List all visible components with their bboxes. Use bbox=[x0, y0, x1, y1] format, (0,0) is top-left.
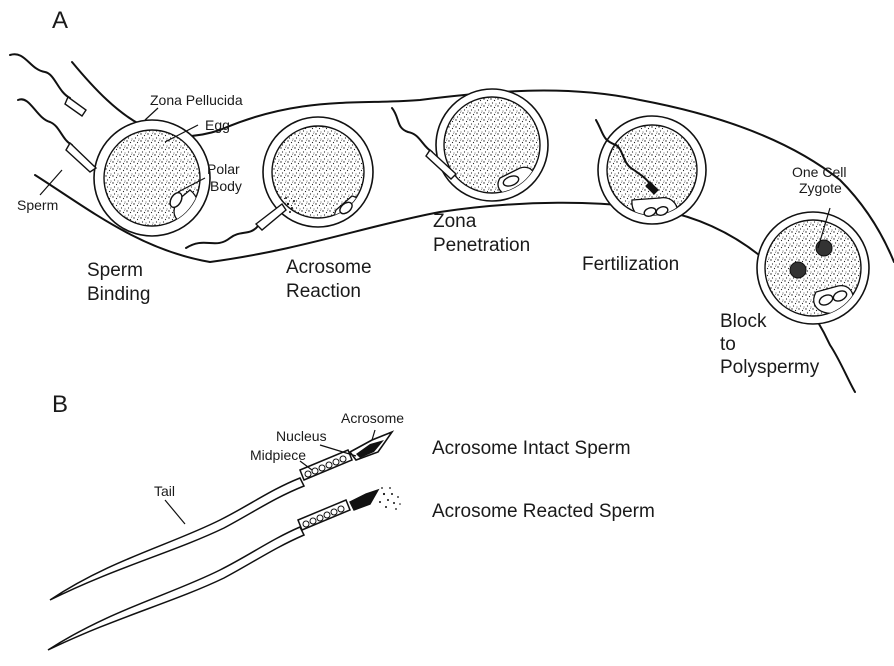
leader-tail bbox=[165, 500, 185, 524]
stage-5-line-3: Polyspermy bbox=[720, 357, 820, 378]
leader-zona bbox=[145, 108, 158, 120]
label-polar-1: Polar bbox=[207, 161, 240, 177]
stage-3-line-2: Penetration bbox=[433, 235, 530, 256]
acrosome-reacted-label: Acrosome Reacted Sperm bbox=[432, 501, 655, 522]
sperm-tail bbox=[10, 54, 70, 98]
sperm-tail bbox=[18, 99, 72, 145]
label-sperm: Sperm bbox=[17, 197, 58, 213]
sperm-head bbox=[65, 97, 86, 116]
label-one-cell: One Cell bbox=[792, 164, 846, 180]
egg-stage-1 bbox=[94, 120, 210, 236]
label-polar-2: Body bbox=[210, 178, 242, 194]
stage-5-line-2: to bbox=[720, 334, 736, 355]
stage-1-line-1: Sperm bbox=[87, 260, 143, 281]
acrosome-dispersal bbox=[379, 487, 401, 510]
egg-stage-3 bbox=[436, 89, 548, 201]
label-nucleus: Nucleus bbox=[276, 428, 327, 444]
label-egg: Egg bbox=[205, 117, 230, 133]
sperm-head bbox=[66, 143, 96, 172]
egg-stage-4 bbox=[598, 116, 706, 224]
label-zona-pellucida: Zona Pellucida bbox=[150, 92, 243, 108]
stage-2-line-2: Reaction bbox=[286, 281, 361, 302]
label-zygote: Zygote bbox=[799, 180, 842, 196]
pronucleus bbox=[790, 262, 806, 278]
panel-b-letter: B bbox=[52, 391, 68, 418]
acrosome-intact-label: Acrosome Intact Sperm bbox=[432, 438, 631, 459]
sperm-tail bbox=[392, 108, 432, 152]
label-tail: Tail bbox=[154, 483, 175, 499]
panel-a-letter: A bbox=[52, 7, 68, 34]
stage-2-line-1: Acrosome bbox=[286, 257, 372, 278]
egg-stage-5 bbox=[757, 212, 869, 324]
stage-5-line-1: Block bbox=[720, 311, 767, 332]
stage-1-line-2: Binding bbox=[87, 284, 150, 305]
acrosome-reacted-sperm bbox=[48, 487, 401, 650]
sperm-head bbox=[256, 204, 286, 230]
stage-4-line-1: Fertilization bbox=[582, 254, 679, 275]
sperm-tail bbox=[186, 226, 258, 248]
label-midpiece: Midpiece bbox=[250, 447, 306, 463]
label-acrosome: Acrosome bbox=[341, 410, 404, 426]
stage-3-line-1: Zona bbox=[433, 211, 477, 232]
